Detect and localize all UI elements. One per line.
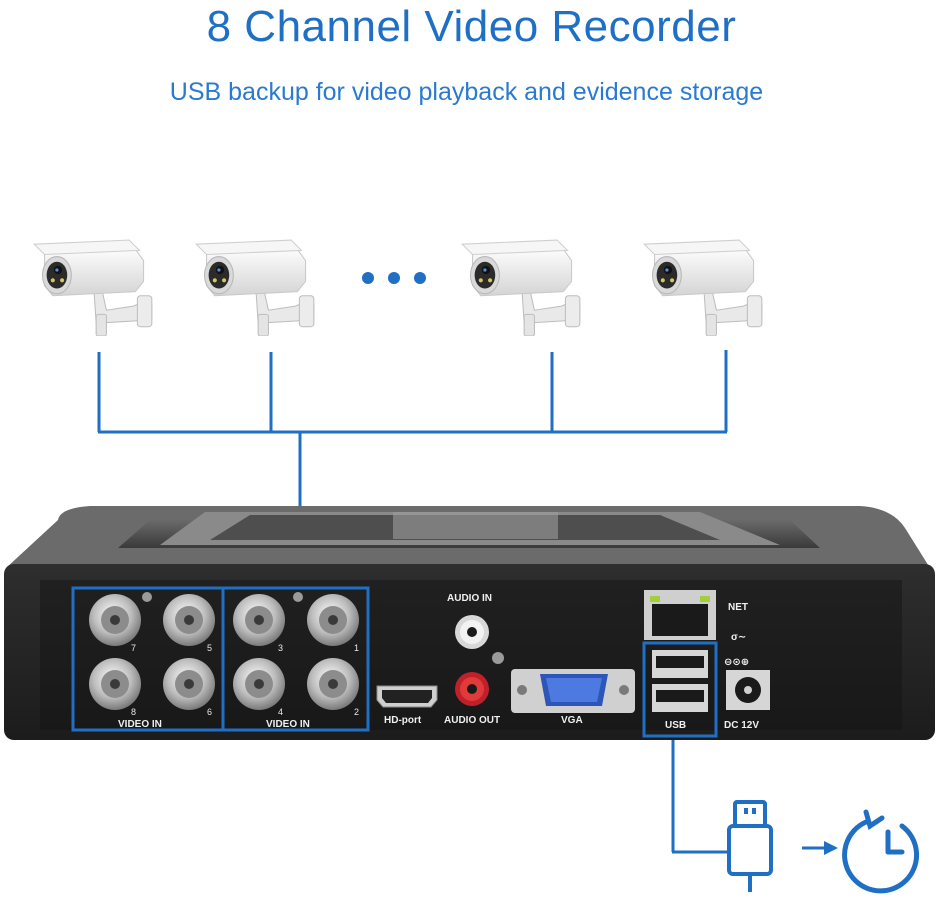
hdmi-port: HD-port — [376, 685, 438, 726]
svg-text:6: 6 — [207, 707, 212, 717]
svg-text:3: 3 — [278, 643, 283, 653]
usb-stick-icon — [727, 800, 773, 892]
arrow-right-icon — [802, 841, 838, 855]
bnc-connector: 5 — [163, 594, 215, 653]
bnc-connector: 6 — [163, 658, 215, 717]
bnc-connector: 7 — [89, 594, 141, 653]
security-camera-icon — [461, 239, 581, 336]
network-port: NET σ∼ — [644, 590, 748, 643]
video-in-label: VIDEO IN — [266, 719, 310, 730]
usb-port-group: USB — [642, 641, 718, 738]
audio-out-port: AUDIO OUT — [444, 652, 504, 726]
bnc-connector: 1 — [307, 594, 359, 653]
setup-glyph: σ∼ — [731, 632, 746, 643]
svg-text:NET: NET — [728, 602, 748, 613]
playback-clock-icon — [842, 809, 920, 894]
polarity-glyph: ⊖⊙⊕ — [724, 657, 749, 668]
video-in-group-left: 7 5 8 6 VIDEO IN — [71, 586, 225, 732]
video-in-group-right: 3 1 4 2 VIDEO IN — [221, 586, 370, 732]
svg-text:VGA: VGA — [561, 715, 583, 726]
more-dots-icon — [362, 272, 426, 284]
svg-text:AUDIO IN: AUDIO IN — [447, 593, 492, 604]
page-subtitle: USB backup for video playback and eviden… — [169, 78, 764, 106]
audio-in-port: AUDIO IN — [447, 593, 492, 649]
security-camera-icon — [643, 239, 763, 336]
svg-text:2: 2 — [354, 707, 359, 717]
svg-text:USB: USB — [665, 720, 686, 731]
video-in-label: VIDEO IN — [118, 719, 162, 730]
svg-text:HD-port: HD-port — [384, 715, 422, 726]
svg-text:5: 5 — [207, 643, 212, 653]
svg-text:1: 1 — [354, 643, 359, 653]
svg-text:DC 12V: DC 12V — [724, 720, 759, 731]
security-camera-icon — [195, 239, 315, 336]
vga-port: VGA — [511, 669, 635, 726]
bnc-connector: 8 — [89, 658, 141, 717]
page-title: 8 Channel Video Recorder — [206, 2, 737, 51]
bnc-connector: 3 — [233, 594, 285, 653]
security-camera-icon — [33, 239, 153, 336]
bnc-connector: 2 — [307, 658, 359, 717]
svg-text:7: 7 — [131, 643, 136, 653]
dc-power-port: ⊖⊙⊕ DC 12V — [724, 657, 770, 731]
svg-text:8: 8 — [131, 707, 136, 717]
usb-cabling — [671, 740, 727, 854]
bnc-connector: 4 — [233, 658, 285, 717]
svg-text:4: 4 — [278, 707, 283, 717]
svg-text:AUDIO OUT: AUDIO OUT — [444, 715, 500, 726]
